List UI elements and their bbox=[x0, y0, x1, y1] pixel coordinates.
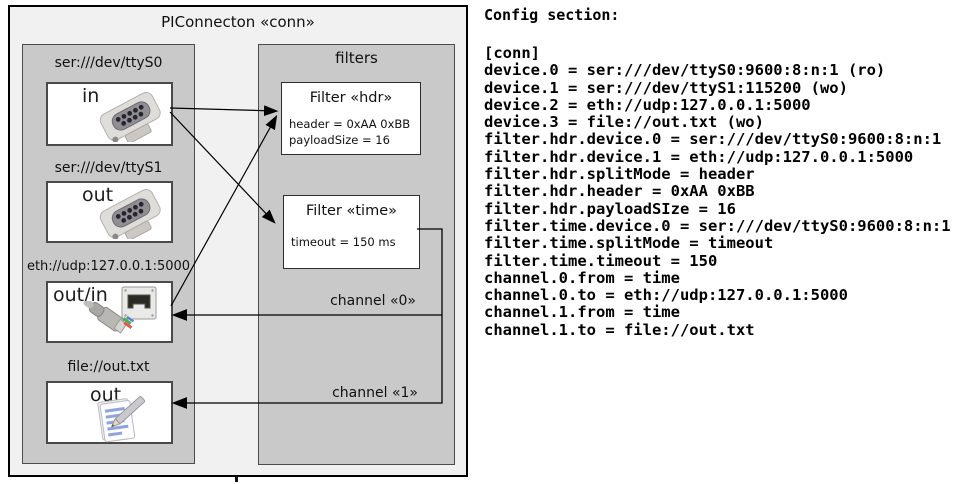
package-title: PIConnecton «conn» bbox=[161, 13, 315, 31]
filter-hdr-title: Filter «hdr» bbox=[309, 90, 393, 106]
filter-hdr-attr-header: header = 0xAA 0xBB bbox=[289, 117, 411, 131]
device-label-ttys0: ser:///dev/ttyS0 bbox=[54, 55, 163, 71]
ethernet-jack-icon bbox=[121, 286, 157, 324]
devices-panel: ser:///dev/ttyS0 in bbox=[22, 44, 195, 464]
config-section: Config section: [conn] device.0 = ser://… bbox=[484, 6, 962, 339]
port-label: in bbox=[82, 85, 100, 107]
device-box-ttys0: in bbox=[46, 82, 173, 146]
device-box-eth: out/in bbox=[46, 281, 173, 343]
device-box-ttys1: out bbox=[46, 181, 173, 243]
diagram-anchor-tick bbox=[235, 476, 238, 482]
notepad-icon bbox=[90, 392, 146, 448]
filters-panel: filters Filter «hdr» header = 0xAA 0xBB … bbox=[258, 44, 455, 465]
channel-1-label: channel «1» bbox=[332, 385, 418, 401]
config-heading: Config section: bbox=[484, 6, 620, 24]
device-box-file: out bbox=[46, 381, 173, 444]
filter-time-title: Filter «time» bbox=[305, 203, 398, 219]
channel-0-label: channel «0» bbox=[330, 293, 416, 309]
piconnecton-package: PIConnecton «conn» ser:///dev/ttyS0 in bbox=[8, 5, 468, 477]
filters-panel-title: filters bbox=[335, 49, 378, 67]
filter-hdr-box: Filter «hdr» header = 0xAA 0xBB payloadS… bbox=[281, 82, 421, 155]
config-body: [conn] device.0 = ser:///dev/ttyS0:9600:… bbox=[484, 44, 951, 339]
ethernet-plug-icon bbox=[76, 299, 135, 347]
filter-time-attr-timeout: timeout = 150 ms bbox=[291, 235, 396, 249]
port-label: out/in bbox=[53, 284, 108, 306]
filter-hdr-attr-payload: payloadSize = 16 bbox=[289, 133, 390, 147]
port-label: out bbox=[82, 184, 114, 206]
device-label-ttys1: ser:///dev/ttyS1 bbox=[54, 160, 163, 176]
device-label-file: file://out.txt bbox=[67, 359, 150, 375]
serial-port-icon bbox=[92, 187, 168, 243]
filter-time-box: Filter «time» timeout = 150 ms bbox=[283, 195, 420, 269]
serial-port-icon bbox=[92, 90, 168, 146]
device-label-eth: eth://udp:127.0.0.1:5000 bbox=[26, 259, 191, 274]
